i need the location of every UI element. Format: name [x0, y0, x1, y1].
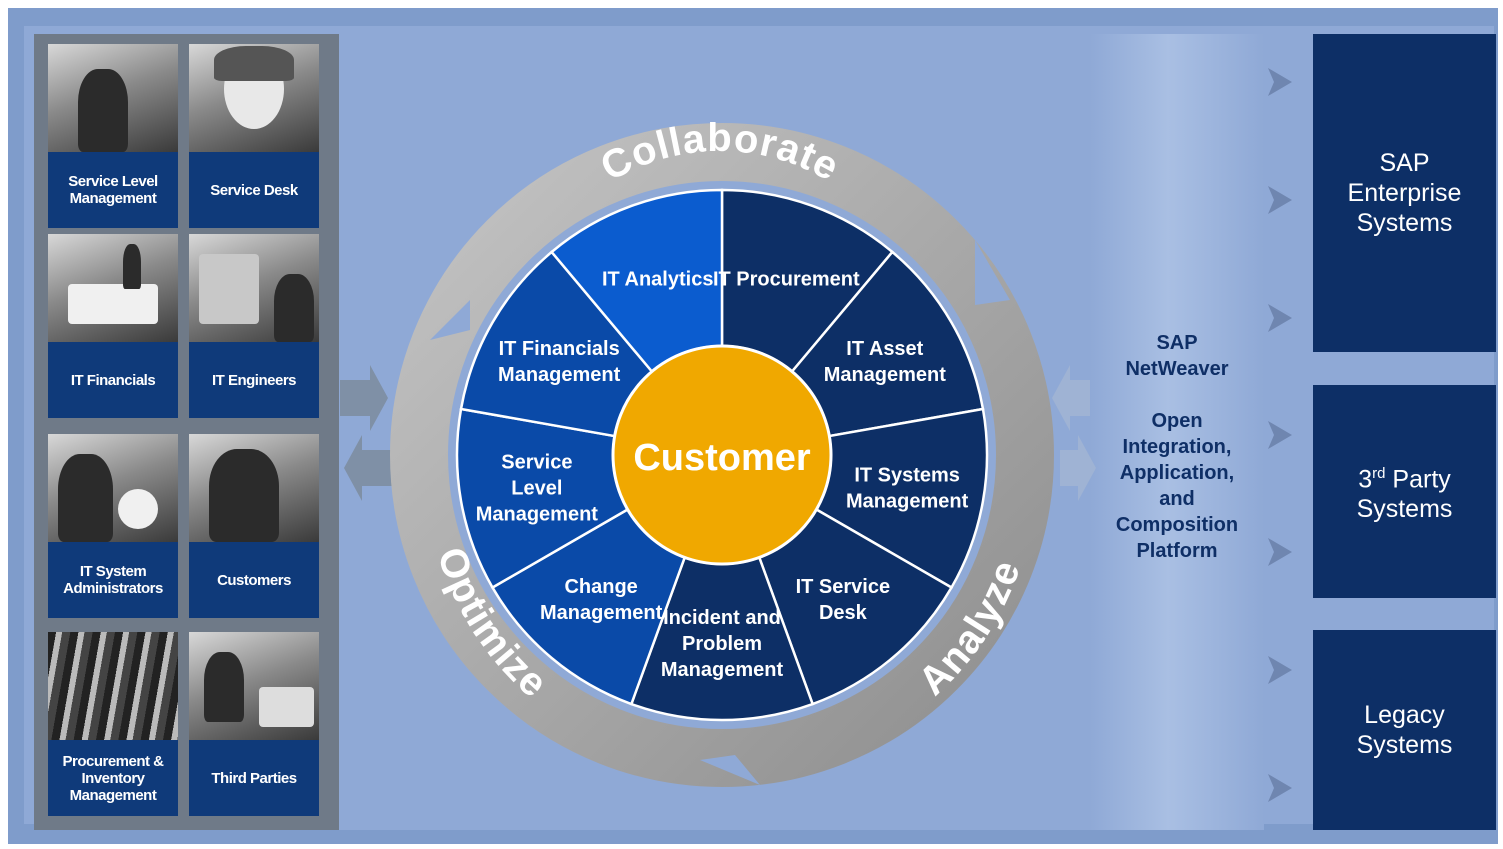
role-label: Service Level Management: [48, 152, 178, 228]
sys-line: Enterprise: [1347, 179, 1462, 207]
wheel-segment-label: IT Analytics: [602, 268, 714, 290]
netweaver-line: NetWeaver: [1125, 358, 1229, 380]
role-tile: Customers: [189, 434, 319, 618]
netweaver-line: Integration,: [1122, 436, 1232, 458]
sys-prefix: 3: [1358, 465, 1373, 494]
netweaver-line: and: [1159, 488, 1195, 510]
netweaver-column: [1090, 34, 1264, 830]
sys-line: 3rd Party: [1357, 459, 1453, 494]
netweaver-line: SAP: [1156, 332, 1198, 354]
role-photo: [189, 44, 319, 152]
wheel-segment-label: IT Procurement: [713, 268, 860, 290]
arrow-right-icon: [1268, 656, 1292, 684]
sys-sup: rd: [1372, 464, 1386, 482]
sys-suffix: Party: [1385, 465, 1451, 494]
sys-line: Legacy: [1364, 701, 1445, 729]
role-tile: Service Level Management: [48, 44, 178, 228]
arrow-left-icon: [344, 435, 392, 501]
system-arrows: [1268, 68, 1292, 802]
sys-line: Systems: [1356, 209, 1453, 237]
role-photo: [48, 44, 178, 152]
role-tile: Third Parties: [189, 632, 319, 816]
arrow-right-icon: [1268, 186, 1292, 214]
role-label: IT Financials: [48, 342, 178, 418]
sys-line: Systems: [1356, 731, 1453, 759]
role-label: Customers: [189, 542, 319, 618]
netweaver-line: Composition: [1115, 514, 1239, 536]
role-photo: [48, 632, 178, 740]
netweaver-line: [1090, 382, 1264, 408]
role-tile: Procurement & Inventory Management: [48, 632, 178, 816]
arrow-right-icon: [1268, 68, 1292, 96]
sap-enterprise-systems-box: SAP Enterprise Systems: [1313, 34, 1496, 352]
netweaver-text: SAP NetWeaver Open Integration, Applicat…: [1090, 330, 1264, 564]
role-label: IT System Administrators: [48, 542, 178, 618]
role-photo: [189, 234, 319, 342]
role-photo: [48, 234, 178, 342]
arrow-right-icon: [1268, 421, 1292, 449]
arrow-right-icon: [1268, 304, 1292, 332]
role-tile: IT Engineers: [189, 234, 319, 418]
role-tile: IT Financials: [48, 234, 178, 418]
ring-arrowhead: [700, 755, 760, 785]
roles-panel: Service Level Management Service Desk IT…: [34, 34, 339, 830]
legacy-systems-box: Legacy Systems: [1313, 630, 1496, 830]
netweaver-line: Open: [1151, 410, 1203, 432]
role-tile: IT System Administrators: [48, 434, 178, 618]
role-tile: Service Desk: [189, 44, 319, 228]
third-party-systems-box: 3rd Party Systems: [1313, 385, 1496, 598]
role-label: Service Desk: [189, 152, 319, 228]
customer-label: Customer: [633, 437, 811, 479]
role-photo: [189, 632, 319, 740]
arrow-right-icon: [340, 365, 388, 431]
customer-circle: [611, 344, 833, 566]
role-label: Procurement & Inventory Management: [48, 740, 178, 816]
role-photo: [189, 434, 319, 542]
ring-arrowhead: [430, 300, 470, 340]
role-label: IT Engineers: [189, 342, 319, 418]
arrow-left-icon: [1052, 365, 1090, 431]
sys-line: SAP: [1379, 149, 1430, 177]
arrow-right-icon: [1268, 538, 1292, 566]
netweaver-line: Platform: [1136, 540, 1218, 562]
sys-line: Systems: [1356, 495, 1453, 524]
arrow-right-icon: [1268, 774, 1292, 802]
ring-arrowhead: [975, 240, 1010, 305]
arrow-right-icon: [1060, 435, 1096, 501]
role-photo: [48, 434, 178, 542]
netweaver-line: Application,: [1119, 462, 1235, 484]
role-label: Third Parties: [189, 740, 319, 816]
